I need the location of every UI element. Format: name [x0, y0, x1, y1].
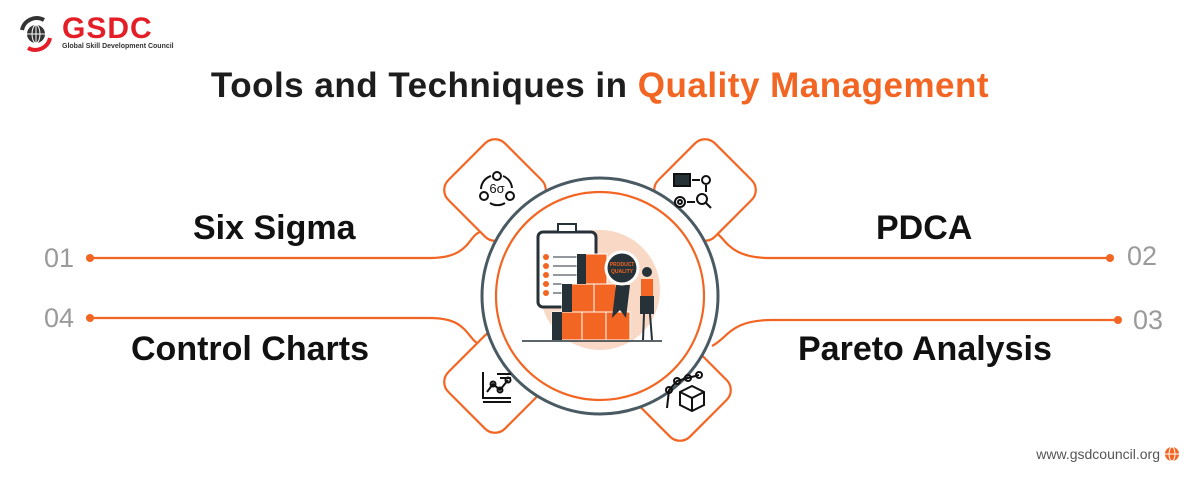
website-link[interactable]: www.gsdcouncil.org	[1036, 446, 1160, 462]
item-label-six-sigma: Six Sigma	[193, 209, 356, 247]
pareto-cube-graph-icon	[665, 371, 705, 413]
logo-subtitle: Global Skill Development Council	[62, 43, 174, 50]
svg-text:6σ: 6σ	[489, 181, 504, 196]
item-number-03: 03	[1133, 305, 1164, 335]
connector-03	[711, 318, 1118, 347]
six-sigma-cycle-icon: 6σ	[479, 171, 515, 207]
globe-icon	[1165, 446, 1179, 462]
logo-name: GSDC	[62, 12, 153, 45]
svg-text:QUALITY: QUALITY	[611, 269, 634, 275]
pdca-process-icon	[673, 173, 712, 209]
connector-01	[90, 230, 481, 260]
item-label-pdca: PDCA	[876, 209, 973, 247]
item-number-02: 02	[1127, 241, 1158, 271]
connector-04	[90, 316, 481, 346]
item-number-04: 04	[44, 303, 75, 333]
title-prefix: Tools and Techniques in	[210, 66, 638, 105]
page-title: Tools and Techniques in Quality Manageme…	[0, 66, 1200, 106]
control-chart-icon	[482, 372, 512, 403]
gsdc-logo-globe	[20, 16, 52, 52]
title-highlight: Quality Management	[637, 66, 990, 105]
item-label-pareto-analysis: Pareto Analysis	[798, 330, 1052, 368]
product-quality-illustration: PRODUCT QUALITY	[522, 223, 662, 350]
item-number-01: 01	[44, 243, 75, 273]
svg-text:PRODUCT: PRODUCT	[610, 262, 635, 268]
item-label-control-charts: Control Charts	[131, 330, 369, 368]
